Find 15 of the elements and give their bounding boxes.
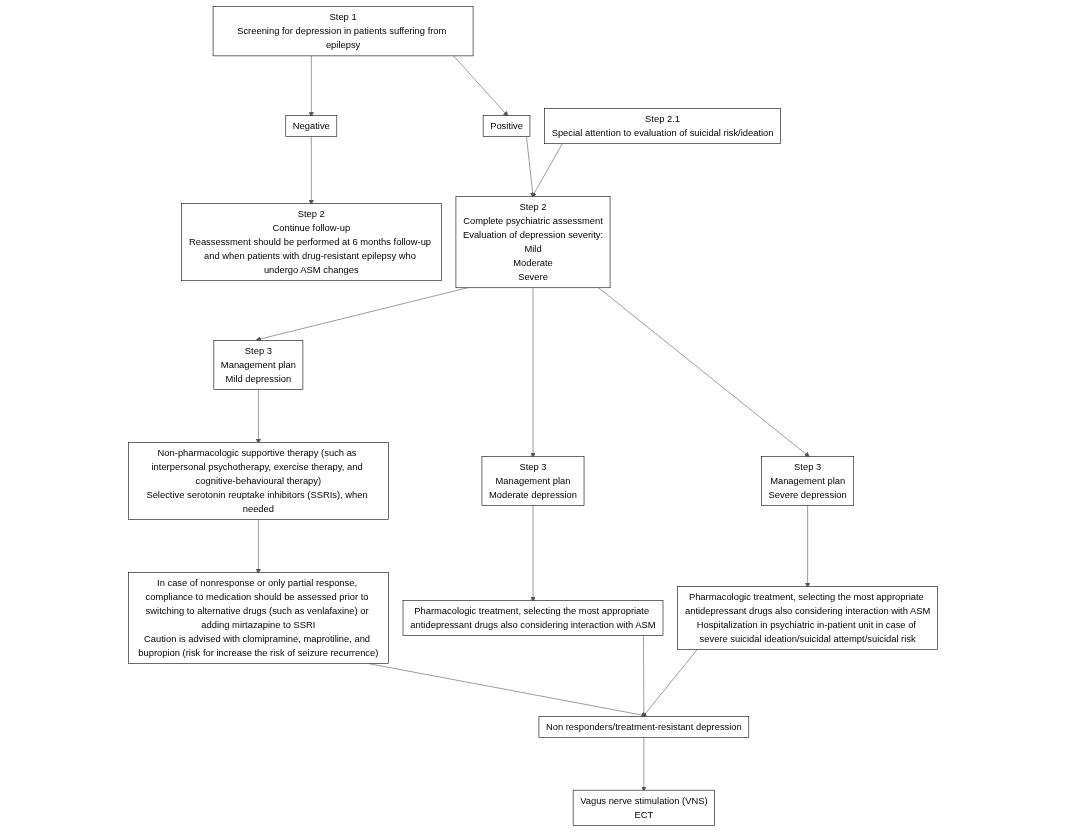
- node-box: In case of nonresponse or only partial response, compliance to medication should be assessed prior to switching to alternative drugs (such as venlafaxine) or adding mirtazapine to SSRI Caution is advised with clomipramine, maprotiline, and bupropion (risk for increase the risk of seizure recurrence): [127, 572, 389, 664]
- node-box: Non-pharmacologic supportive therapy (such as interpersonal psychotherapy, exercise therapy, and cognitive-behavioural therapy) Selective serotonin reuptake inhibitors (SSRIs), when needed: [127, 442, 389, 520]
- node-box: Positive: [482, 115, 530, 137]
- node-box: Step 2 Continue follow-up Reassessment should be performed at 6 months follow-up and when patients with drug-resistant epilepsy who undergo ASM changes: [180, 203, 442, 282]
- node-box: Step 2 Complete psychiatric assessment Evaluation of depression severity: Mild Moderate Severe: [455, 196, 610, 289]
- node-box: Pharmacologic treatment, selecting the most appropriate antidepressant drugs also considering interaction with ASM: [402, 600, 663, 636]
- node-box: Step 1 Screening for depression in patients suffering from epilepsy: [212, 6, 473, 57]
- node-box: Step 3 Management plan Mild depression: [213, 340, 303, 390]
- node-box: Step 3 Management plan Moderate depression: [481, 456, 584, 506]
- node-box: Pharmacologic treatment, selecting the most appropriate antidepressant drugs also considering interaction with ASM Hospitalization in psychiatric in-patient unit in case of severe suicidal ideation/suicidal attempt/suicidal risk: [676, 586, 938, 650]
- node-box: Step 2.1 Special attention to evaluation of suicidal risk/ideation: [543, 108, 781, 144]
- node-box: Vagus nerve stimulation (VNS) ECT: [572, 789, 715, 826]
- node-box: Non responders/treatment-resistant depression: [538, 716, 749, 738]
- node-box: Negative: [284, 115, 337, 137]
- node-box: Step 3 Management plan Severe depression: [760, 456, 854, 506]
